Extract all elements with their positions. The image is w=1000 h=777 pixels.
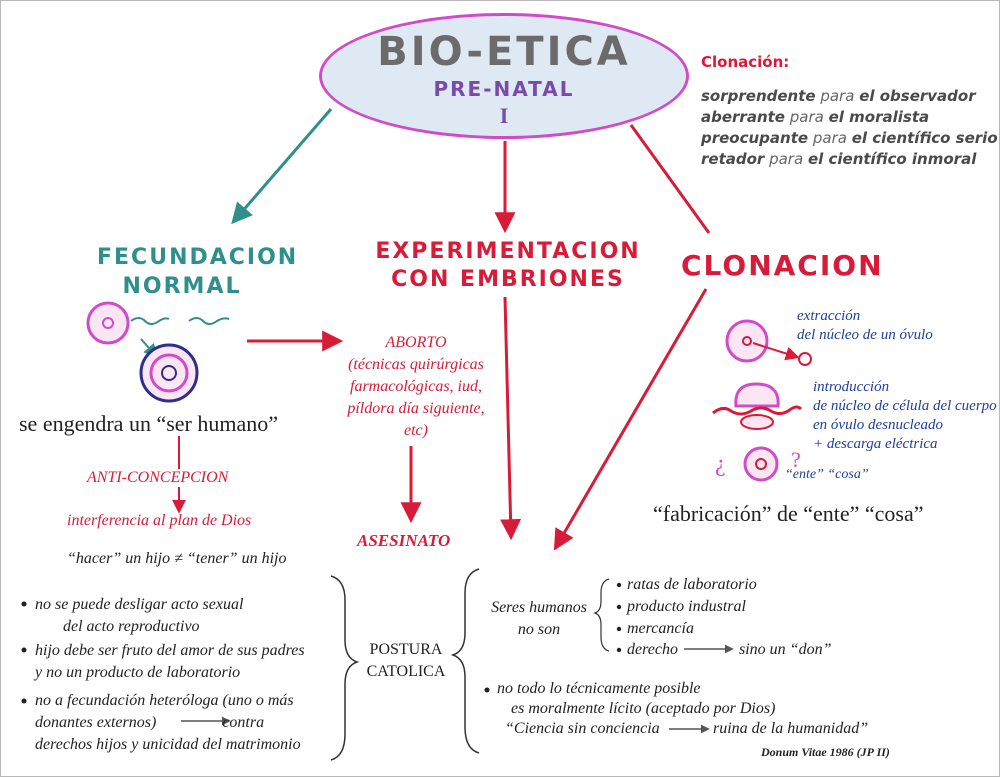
hacer-tener-label: “hacer” un hijo ≠ “tener” un hijo	[67, 550, 287, 567]
bullet-dot	[616, 604, 622, 610]
ovum-extraction-icon	[725, 319, 812, 366]
list-item: ratas de laboratorio	[627, 576, 757, 593]
asesinato-label: ASESINATO	[357, 531, 451, 550]
step-line: + descarga eléctrica	[813, 436, 938, 452]
bullet-dot	[616, 626, 622, 632]
question-close: ?	[791, 447, 801, 472]
aborto-line: etc)	[404, 422, 428, 439]
ovum-cell-icon	[86, 301, 130, 345]
seres-line: no son	[517, 621, 561, 638]
heading-fecundacion: FECUNDACION	[97, 245, 299, 270]
clonacion-box-heading: Clonación:	[701, 53, 790, 71]
bullet-line: donantes externos) contra	[35, 712, 301, 734]
heading-experimentacion: EXPERIMENTACION	[375, 239, 641, 264]
arrow-title-to-clonacion	[629, 124, 711, 234]
bullet-dot	[21, 601, 27, 607]
bullet-line: y no un producto de laboratorio	[35, 664, 241, 681]
cloned-cell-icon	[743, 446, 779, 482]
brace-left	[330, 575, 360, 761]
list-item: producto industral	[627, 598, 746, 615]
bullet-item: no a fecundación heteróloga (uno o más d…	[35, 690, 301, 756]
clonacion-box-line: sorprendente para el observador	[701, 87, 976, 105]
step-line: de núcleo de célula del cuerpo	[813, 398, 997, 414]
seres-humanos: Seres humanos no son	[479, 597, 599, 641]
postura-catolica: POSTURA CATOLICA	[361, 639, 451, 683]
bullet-dot	[21, 647, 27, 653]
sperm-icon-2	[188, 317, 230, 325]
bullet-line: no se puede desligar acto sexual	[35, 596, 244, 613]
bullet-line: no a fecundación heteróloga (uno o más	[35, 692, 294, 709]
aborto-line: farmacológicas, iud,	[350, 378, 482, 395]
arrow-experimentacion-down	[500, 296, 522, 541]
bullet-line: del acto reproductivo	[63, 618, 200, 635]
bullet-text: contra	[222, 714, 265, 731]
interferencia-label: interferencia al plan de Dios	[67, 512, 252, 529]
postura-line: CATOLICA	[366, 663, 446, 680]
aborto-line: ABORTO	[385, 334, 447, 351]
citation: Donum Vitae 1986 (JP II)	[761, 745, 890, 759]
clonacion-box-line: retador para el científico inmoral	[701, 150, 977, 168]
ciencia-quote-b: ruina de la humanidad”	[713, 720, 869, 737]
postura-line: POSTURA	[369, 641, 443, 658]
step-line: introducción	[813, 379, 890, 395]
list-item-derecho: derecho	[627, 641, 678, 658]
brace-small	[593, 578, 610, 652]
ciencia-quote-a: “Ciencia sin conciencia	[505, 720, 660, 737]
anticoncepcion-label: ANTI-CONCEPCION	[87, 469, 229, 486]
bullet-item: hijo debe ser fruto del amor de sus padr…	[35, 640, 305, 684]
bullet-line: derechos hijos y unicidad del matrimonio	[35, 736, 301, 753]
step-extraccion: extracción del núcleo de un óvulo	[797, 307, 933, 345]
step-line: del núcleo de un óvulo	[797, 327, 933, 343]
no-todo-line1: no todo lo técnicamente posible	[497, 680, 701, 697]
heading-clonacion: CLONACION	[681, 249, 884, 282]
bullet-item: no se puede desligar acto sexual del act…	[35, 594, 243, 638]
zygote-icon	[139, 343, 199, 403]
bullet-dot	[484, 687, 490, 693]
bullet-dot	[616, 582, 622, 588]
ente-cosa-small: “ente” “cosa”	[785, 467, 869, 482]
bullet-text: donantes externos)	[35, 714, 157, 731]
page-numeral: I	[499, 103, 509, 128]
step-introduccion: introducción de núcleo de célula del cue…	[813, 378, 997, 454]
step-line: en óvulo desnucleado	[813, 417, 943, 433]
step-line: extracción	[797, 308, 861, 324]
bullet-dot	[616, 647, 622, 653]
heading-con-embriones: CON EMBRIONES	[391, 267, 625, 292]
bullet-dot	[21, 698, 27, 704]
title-ellipse	[319, 13, 689, 139]
list-item: mercancía	[627, 620, 694, 637]
sperm-icon	[130, 317, 170, 325]
arrow-clonacion-down	[553, 288, 708, 551]
arrow-title-to-fecundacion	[231, 108, 333, 225]
heading-normal: NORMAL	[122, 274, 242, 299]
bullet-line: hijo debe ser fruto del amor de sus padr…	[35, 642, 305, 659]
seres-line: Seres humanos	[491, 599, 587, 616]
se-engendra-text: se engendra un “ser humano”	[19, 411, 279, 436]
aborto-line: píldora día siguiente,	[347, 400, 485, 417]
fabricacion-text: “fabricación” de “ente” “cosa”	[653, 501, 924, 526]
nucleus-insertion-icon	[712, 382, 803, 430]
brace-right	[450, 568, 480, 754]
list-item-don: sino un “don”	[739, 641, 832, 658]
clonacion-box-line: aberrante para el moralista	[701, 108, 930, 126]
page-subtitle: PRE-NATAL	[433, 77, 575, 101]
page-title: BIO-ETICA	[377, 29, 631, 75]
no-todo-line2: es moralmente lícito (aceptado por Dios)	[511, 700, 776, 717]
aborto-line: (técnicas quirúrgicas	[348, 356, 484, 373]
question-open: ¿	[715, 451, 726, 477]
aborto-block: ABORTO (técnicas quirúrgicas farmacológi…	[331, 332, 501, 442]
clonacion-box-line: preocupante para el científico serio	[701, 129, 998, 147]
